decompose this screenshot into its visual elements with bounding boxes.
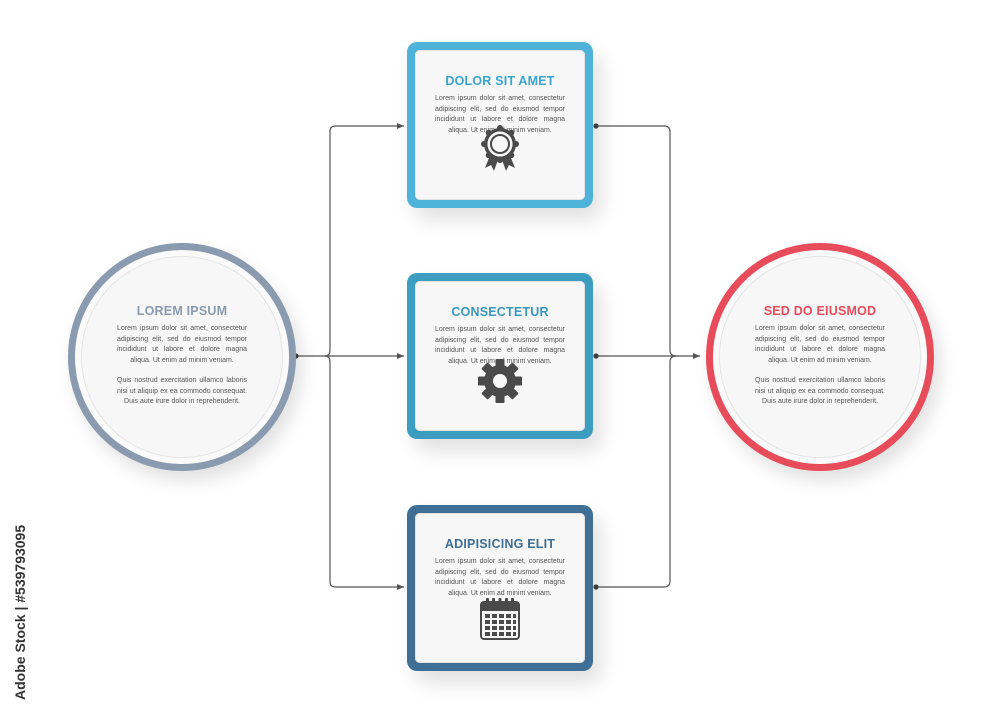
box-dolor-sit-amet: DOLOR SIT AMET Lorem ipsum dolor sit ame… xyxy=(407,42,593,208)
left-circle-content: LOREM IPSUM Lorem ipsum dolor sit amet, … xyxy=(117,304,247,408)
connector-dot-box2 xyxy=(593,353,599,359)
box-2-inner: CONSECTETUR Lorem ipsum dolor sit amet, … xyxy=(415,281,585,431)
connector-left-trunk-down xyxy=(324,355,404,590)
box-2-icon-wrap xyxy=(415,358,585,409)
box-1-inner: DOLOR SIT AMET Lorem ipsum dolor sit ame… xyxy=(415,50,585,200)
connector-dot-box1 xyxy=(593,123,599,129)
box-1-title: DOLOR SIT AMET xyxy=(445,74,555,88)
left-circle-title: LOREM IPSUM xyxy=(136,304,228,318)
connector-box3-right xyxy=(596,355,677,588)
box-2-title: CONSECTETUR xyxy=(451,305,549,319)
box-consectetur: CONSECTETUR Lorem ipsum dolor sit amet, … xyxy=(407,273,593,439)
right-circle-text-1: Lorem ipsum dolor sit amet, consectetur … xyxy=(755,325,885,364)
award-badge-icon xyxy=(481,125,519,171)
left-circle-inner xyxy=(81,256,283,458)
left-circle-text-1: Lorem ipsum dolor sit amet, consectetur … xyxy=(117,325,247,364)
left-circle-text-2: Quis nostrud exercitation ullamco labori… xyxy=(117,377,247,405)
box-1-icon-wrap xyxy=(415,125,585,178)
stock-id-label: Adobe Stock | #539793095 xyxy=(12,524,28,700)
connector-box1-right xyxy=(596,125,677,357)
right-circle-content: SED DO EIUSMOD Lorem ipsum dolor sit ame… xyxy=(755,304,885,408)
box-3-title: ADIPISICING ELIT xyxy=(444,537,556,551)
right-circle-text-2: Quis nostrud exercitation ullamco labori… xyxy=(755,377,885,405)
right-circle-inner xyxy=(719,256,921,458)
box-adipisicing-elit: ADIPISICING ELIT Lorem ipsum dolor sit a… xyxy=(407,505,593,671)
right-circle: SED DO EIUSMOD Lorem ipsum dolor sit ame… xyxy=(706,243,934,471)
calendar-icon xyxy=(480,598,520,640)
right-circle-title: SED DO EIUSMOD xyxy=(763,304,877,318)
box-3-inner: ADIPISICING ELIT Lorem ipsum dolor sit a… xyxy=(415,513,585,663)
connector-left-trunk xyxy=(324,123,404,357)
left-circle: LOREM IPSUM Lorem ipsum dolor sit amet, … xyxy=(68,243,296,471)
box-3-content: ADIPISICING ELIT Lorem ipsum dolor sit a… xyxy=(435,537,565,599)
gear-icon xyxy=(478,359,522,403)
box-3-icon-wrap xyxy=(415,596,585,647)
box-3-text: Lorem ipsum dolor sit amet, consectetur … xyxy=(435,558,565,597)
connector-dot-box3 xyxy=(593,584,599,590)
